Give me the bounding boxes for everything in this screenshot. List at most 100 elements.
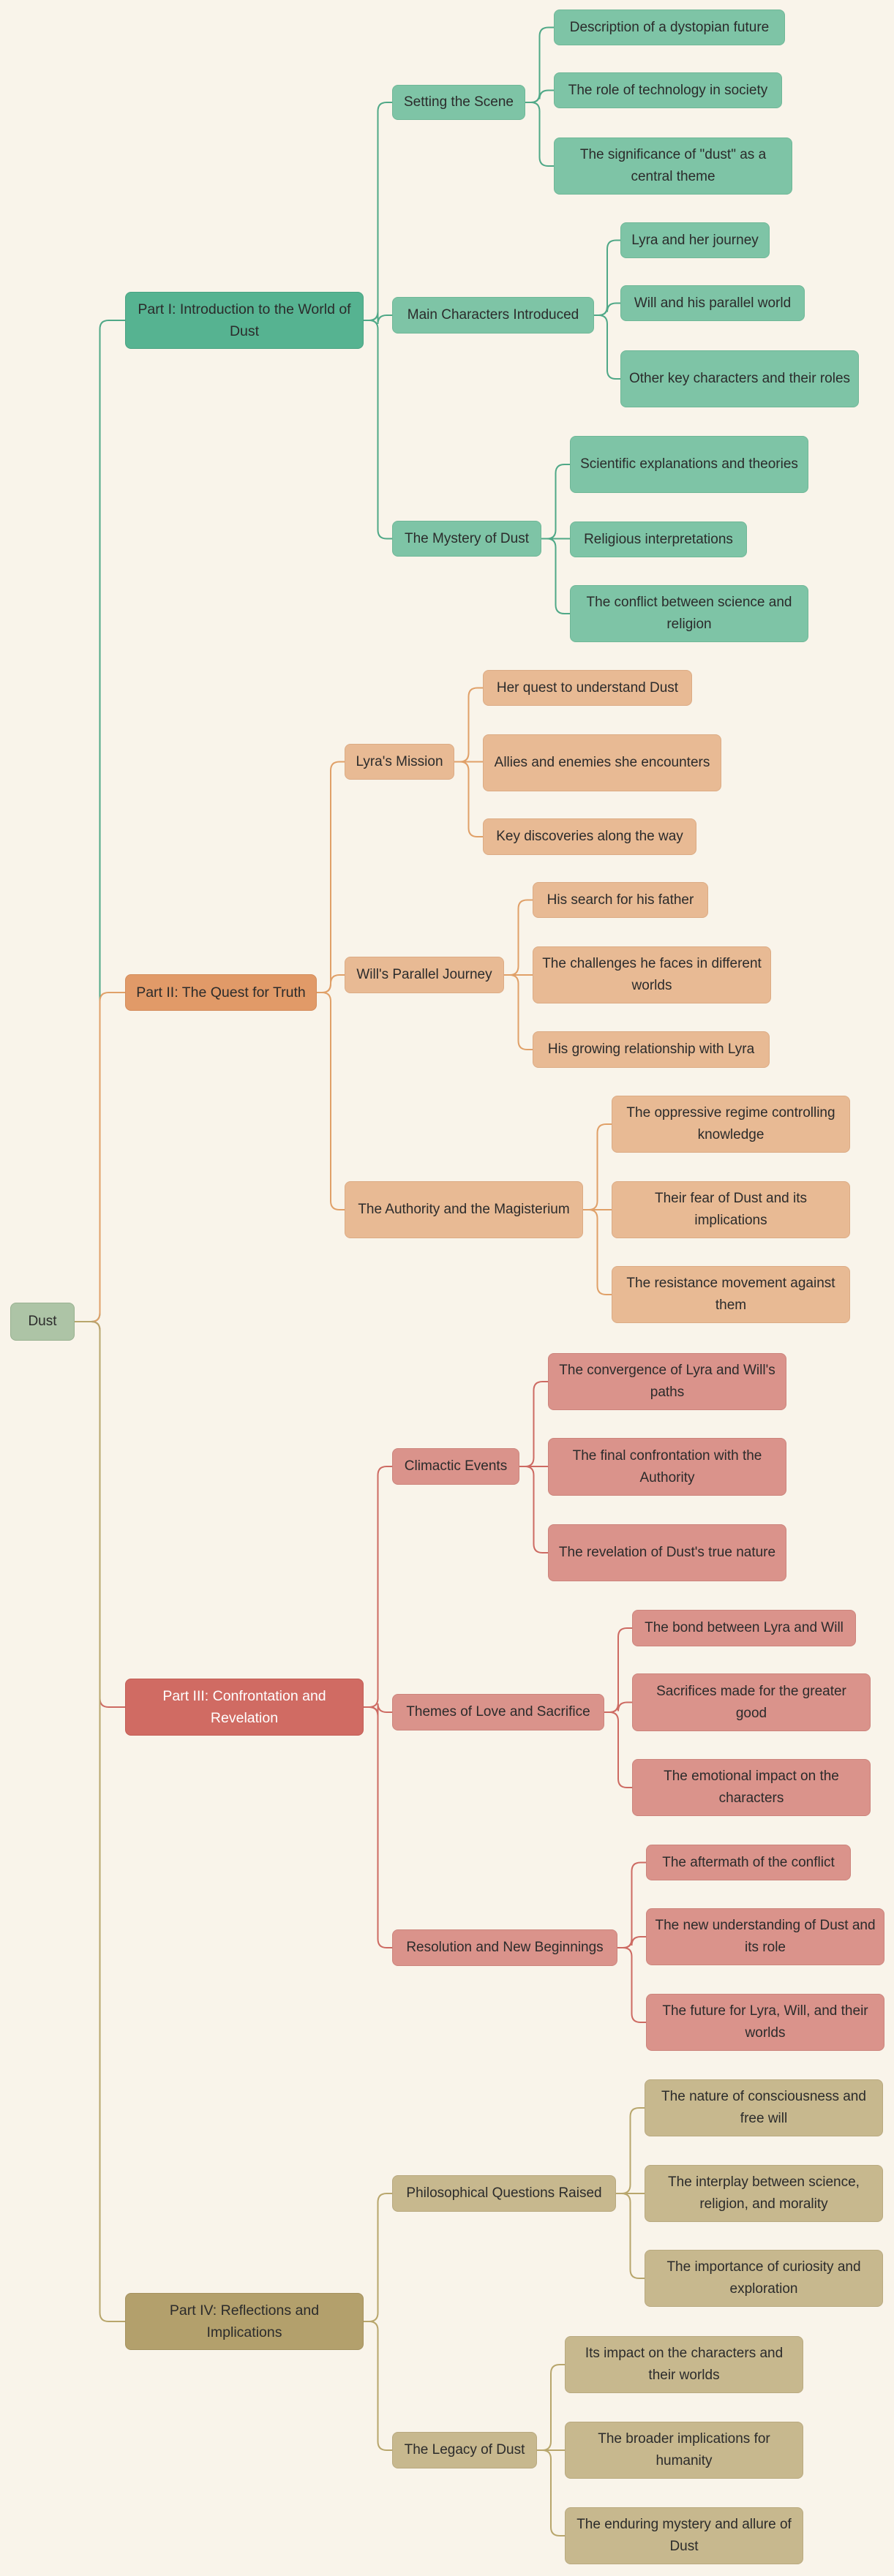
- leaf-node-3-3-1[interactable]: The aftermath of the conflict: [646, 1845, 851, 1880]
- root-to-part-2: [75, 992, 125, 1322]
- topic-2-1-connectors: [454, 687, 483, 837]
- leaf-node-3-1-2[interactable]: The final confrontation with the Authori…: [548, 1438, 786, 1496]
- topic-3-2-connectors: [604, 1627, 632, 1788]
- topic-node-2-3[interactable]: The Authority and the Magisterium: [345, 1181, 583, 1238]
- leaf-node-3-2-3[interactable]: The emotional impact on the characters: [632, 1759, 871, 1816]
- connector-line: [317, 761, 345, 993]
- leaf-node-4-2-3[interactable]: The enduring mystery and allure of Dust: [565, 2507, 803, 2564]
- connector-line: [537, 2364, 565, 2451]
- connector-line: [504, 974, 533, 1050]
- topic-3-1-connectors: [519, 1381, 548, 1553]
- topic-1-2-connectors: [594, 239, 620, 380]
- topic-node-3-3[interactable]: Resolution and New Beginnings: [392, 1929, 617, 1966]
- connector-line: [604, 1711, 632, 1788]
- connector-line: [364, 2321, 392, 2451]
- connector-line: [504, 899, 533, 976]
- connector-line: [616, 2193, 645, 2279]
- connector-line: [541, 464, 570, 540]
- connector-line: [454, 761, 483, 837]
- leaf-node-2-1-1[interactable]: Her quest to understand Dust: [483, 670, 692, 706]
- part-node-2[interactable]: Part II: The Quest for Truth: [125, 974, 317, 1011]
- topic-node-3-1[interactable]: Climactic Events: [392, 1448, 519, 1485]
- leaf-node-3-3-3[interactable]: The future for Lyra, Will, and their wor…: [646, 1994, 884, 2051]
- topic-node-1-3[interactable]: The Mystery of Dust: [392, 521, 541, 557]
- topic-2-2-connectors: [504, 899, 533, 1050]
- topic-1-3-connectors: [541, 464, 570, 614]
- connector-line: [364, 320, 392, 540]
- leaf-node-2-2-1[interactable]: His search for his father: [533, 882, 708, 918]
- topic-node-3-2[interactable]: Themes of Love and Sacrifice: [392, 1694, 604, 1730]
- leaf-node-2-3-1[interactable]: The oppressive regime controlling knowle…: [612, 1096, 850, 1153]
- leaf-node-2-3-3[interactable]: The resistance movement against them: [612, 1266, 850, 1323]
- topic-node-2-2[interactable]: Will's Parallel Journey: [345, 957, 504, 993]
- connector-line: [617, 1936, 646, 1948]
- topic-node-4-1[interactable]: Philosophical Questions Raised: [392, 2175, 616, 2212]
- connector-line: [75, 992, 125, 1322]
- leaf-node-2-2-2[interactable]: The challenges he faces in different wor…: [533, 946, 771, 1003]
- part-node-1[interactable]: Part I: Introduction to the World of Dus…: [125, 292, 364, 349]
- leaf-node-4-1-1[interactable]: The nature of consciousness and free wil…: [645, 2079, 883, 2136]
- leaf-node-1-3-2[interactable]: Religious interpretations: [570, 521, 747, 557]
- leaf-node-3-2-2[interactable]: Sacrifices made for the greater good: [632, 1673, 871, 1731]
- connector-line: [617, 1947, 646, 2023]
- topic-node-1-1[interactable]: Setting the Scene: [392, 85, 525, 120]
- connector-line: [519, 1466, 548, 1553]
- part-node-3[interactable]: Part III: Confrontation and Revelation: [125, 1679, 364, 1736]
- leaf-node-2-2-3[interactable]: His growing relationship with Lyra: [533, 1031, 770, 1068]
- connector-line: [364, 2193, 392, 2322]
- leaf-node-3-1-3[interactable]: The revelation of Dust's true nature: [548, 1524, 786, 1581]
- topic-node-4-2[interactable]: The Legacy of Dust: [392, 2432, 537, 2468]
- connector-line: [317, 992, 345, 1210]
- connector-line: [616, 2107, 645, 2194]
- connector-line: [617, 1861, 646, 1948]
- connector-line: [519, 1381, 548, 1467]
- connector-line: [537, 2449, 565, 2537]
- connector-line: [525, 26, 554, 103]
- topic-4-2-connectors: [537, 2364, 565, 2537]
- topic-node-1-2[interactable]: Main Characters Introduced: [392, 297, 594, 334]
- connector-line: [541, 538, 570, 614]
- connector-line: [525, 102, 554, 167]
- connector-line: [604, 1627, 632, 1713]
- connector-line: [604, 1701, 632, 1713]
- connector-line: [594, 315, 620, 380]
- leaf-node-4-1-2[interactable]: The interplay between science, religion,…: [645, 2165, 883, 2222]
- leaf-node-2-1-2[interactable]: Allies and enemies she encounters: [483, 734, 721, 791]
- topic-3-3-connectors: [617, 1861, 646, 2023]
- connector-line: [364, 311, 392, 325]
- leaf-node-1-1-3[interactable]: The significance of "dust" as a central …: [554, 138, 792, 195]
- leaf-node-4-2-2[interactable]: The broader implications for humanity: [565, 2422, 803, 2479]
- leaf-node-4-2-1[interactable]: Its impact on the characters and their w…: [565, 2336, 803, 2393]
- part-1-connectors: [364, 102, 392, 540]
- connector-line: [75, 1321, 125, 2322]
- connector-line: [317, 974, 345, 993]
- connector-line: [364, 1466, 392, 1708]
- leaf-node-1-2-2[interactable]: Will and his parallel world: [620, 285, 805, 321]
- leaf-node-3-3-2[interactable]: The new understanding of Dust and its ro…: [646, 1908, 884, 1965]
- root-node[interactable]: Dust: [10, 1303, 75, 1341]
- leaf-node-1-3-3[interactable]: The conflict between science and religio…: [570, 585, 808, 642]
- root-to-part-4: [75, 1321, 125, 2322]
- connector-line: [594, 302, 620, 316]
- topic-node-2-1[interactable]: Lyra's Mission: [345, 744, 454, 780]
- topic-4-1-connectors: [616, 2107, 645, 2279]
- part-4-connectors: [364, 2193, 392, 2451]
- leaf-node-1-2-3[interactable]: Other key characters and their roles: [620, 350, 859, 407]
- leaf-node-1-1-2[interactable]: The role of technology in society: [554, 72, 782, 108]
- leaf-node-2-1-3[interactable]: Key discoveries along the way: [483, 818, 696, 855]
- leaf-node-2-3-2[interactable]: Their fear of Dust and its implications: [612, 1181, 850, 1238]
- connector-line: [594, 239, 620, 316]
- connector-line: [583, 1123, 612, 1210]
- leaf-node-3-2-1[interactable]: The bond between Lyra and Will: [632, 1610, 856, 1646]
- leaf-node-1-2-1[interactable]: Lyra and her journey: [620, 222, 770, 258]
- connector-line: [583, 1209, 612, 1295]
- connector-line: [364, 1706, 392, 1948]
- leaf-node-1-3-1[interactable]: Scientific explanations and theories: [570, 436, 808, 493]
- leaf-node-4-1-3[interactable]: The importance of curiosity and explorat…: [645, 2250, 883, 2307]
- part-node-4[interactable]: Part IV: Reflections and Implications: [125, 2293, 364, 2350]
- part-2-connectors: [317, 761, 345, 1210]
- leaf-node-3-1-1[interactable]: The convergence of Lyra and Will's paths: [548, 1353, 786, 1410]
- leaf-node-1-1-1[interactable]: Description of a dystopian future: [554, 10, 785, 45]
- connector-line: [454, 687, 483, 763]
